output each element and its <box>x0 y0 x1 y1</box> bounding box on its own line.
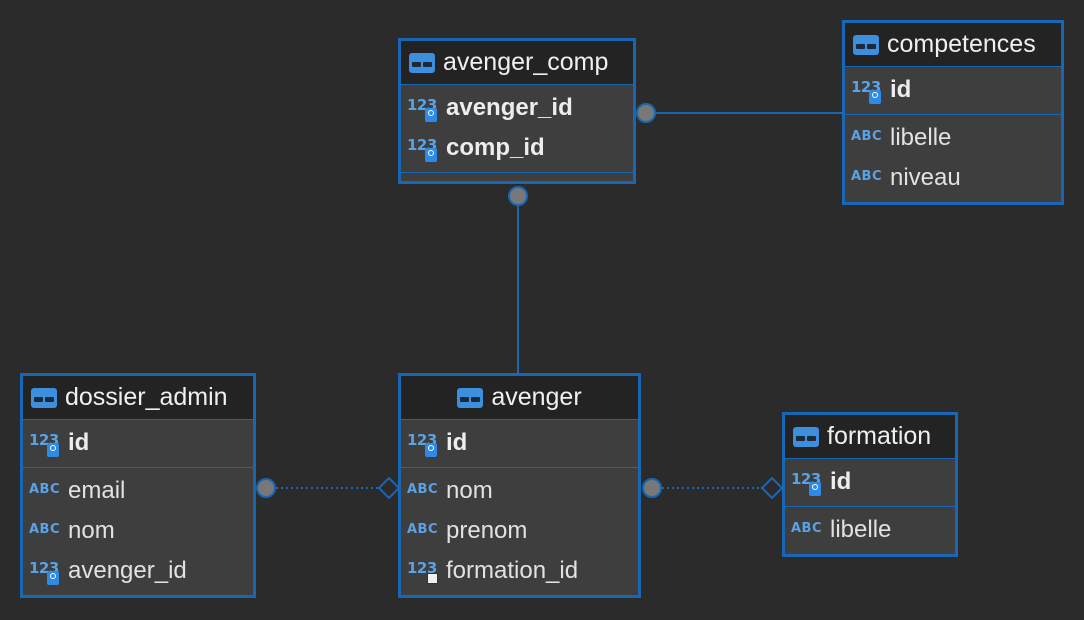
entity-title: avenger <box>491 383 582 411</box>
entity-header[interactable]: avenger_comp <box>401 41 633 85</box>
entity-header[interactable]: dossier_admin <box>23 376 253 420</box>
column-name: id <box>890 76 912 103</box>
column-name: nom <box>446 477 493 504</box>
numeric-key-icon: 123 <box>29 428 62 458</box>
column-name: comp_id <box>446 134 545 161</box>
empty-section <box>401 173 633 181</box>
column-type-label: ABC <box>29 522 61 537</box>
entity-header[interactable]: avenger <box>401 376 638 420</box>
numeric-key-icon: 123 <box>407 93 440 123</box>
column-name: libelle <box>830 516 892 543</box>
column-type-label: ABC <box>407 522 439 537</box>
text-icon: ABC <box>407 476 440 506</box>
column-name: libelle <box>890 124 952 151</box>
entity-title: formation <box>827 422 932 450</box>
column-row[interactable]: ABC niveau <box>845 158 1061 198</box>
text-icon: ABC <box>29 516 62 546</box>
column-name: avenger_id <box>68 557 187 584</box>
column-row[interactable]: ABC libelle <box>785 510 955 550</box>
column-type-label: 123 <box>407 559 437 577</box>
column-type-label: ABC <box>29 482 61 497</box>
table-icon <box>31 387 57 408</box>
column-name: nom <box>68 517 115 544</box>
column-name: niveau <box>890 164 961 191</box>
relation-diamond-icon <box>760 476 784 500</box>
numeric-key-icon: 123 <box>791 467 824 497</box>
text-icon: ABC <box>791 515 824 545</box>
text-icon: ABC <box>407 516 440 546</box>
numeric-key-icon: 123 <box>407 428 440 458</box>
key-badge-icon <box>425 108 437 122</box>
column-name: id <box>68 429 90 456</box>
key-badge-icon <box>425 443 437 457</box>
column-type-label: ABC <box>791 521 823 536</box>
column-row[interactable]: ABC libelle <box>845 118 1061 158</box>
column-row[interactable]: ABC nom <box>23 511 253 551</box>
column-name: email <box>68 477 126 504</box>
entity-title: avenger_comp <box>443 48 609 76</box>
entity-title: competences <box>887 30 1036 58</box>
numeric-key-icon: 123 <box>407 133 440 163</box>
text-icon: ABC <box>851 163 884 193</box>
column-type-label: ABC <box>851 129 883 144</box>
column-row[interactable]: ABC nom <box>401 471 638 511</box>
column-type-label: ABC <box>407 482 439 497</box>
column-name: id <box>830 468 852 495</box>
column-row[interactable]: ABC prenom <box>401 511 638 551</box>
column-name: formation_id <box>446 557 579 584</box>
numeric-key-icon: 123 <box>851 75 884 105</box>
table-icon <box>853 34 879 55</box>
numeric-foreign-key-icon: 123 <box>407 556 440 586</box>
key-badge-icon <box>425 148 437 162</box>
relation-diamond-icon <box>377 476 401 500</box>
relation-dot-icon <box>642 478 662 498</box>
table-icon <box>457 387 484 408</box>
foreign-key-badge-icon <box>427 573 438 584</box>
entity-header[interactable]: formation <box>785 415 955 459</box>
column-name: prenom <box>446 517 528 544</box>
entity-header[interactable]: competences <box>845 23 1061 67</box>
numeric-key-icon: 123 <box>29 556 62 586</box>
column-row[interactable]: ABC email <box>23 471 253 511</box>
text-icon: ABC <box>851 123 884 153</box>
key-badge-icon <box>47 443 59 457</box>
column-name: avenger_id <box>446 94 573 121</box>
column-type-label: ABC <box>851 169 883 184</box>
relation-dot-icon <box>636 103 656 123</box>
key-badge-icon <box>47 571 59 585</box>
table-icon <box>409 52 435 73</box>
key-badge-icon <box>869 90 881 104</box>
relation-dot-icon <box>508 186 528 206</box>
text-icon: ABC <box>29 476 62 506</box>
key-badge-icon <box>809 482 821 496</box>
relation-dot-icon <box>256 478 276 498</box>
column-group: ABC libelle <box>785 507 955 554</box>
entity-title: dossier_admin <box>65 383 228 411</box>
column-row[interactable]: 123 formation_id <box>401 551 638 591</box>
table-icon <box>793 426 819 447</box>
column-name: id <box>446 429 468 456</box>
